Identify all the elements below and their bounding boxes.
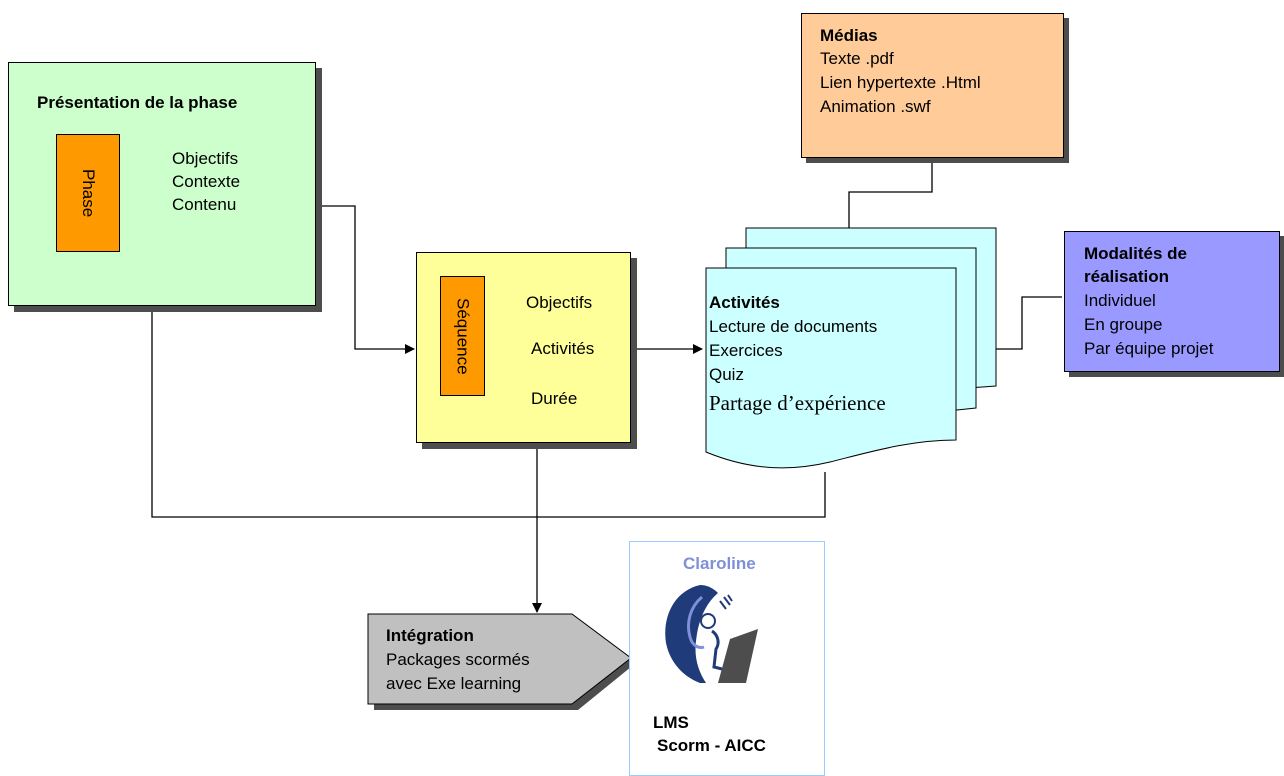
- connector-contenu-sequence: [295, 205, 415, 354]
- activites-item-quiz: Quiz: [709, 365, 744, 384]
- connector-medias-activites: [848, 158, 933, 228]
- medias-box: [801, 13, 1064, 158]
- modalites-title-line1: Modalités de: [1084, 244, 1187, 263]
- lms-label2: Scorm - AICC: [657, 736, 766, 755]
- sequence-item-duree: Durée: [531, 389, 578, 408]
- integration-title: Intégration: [386, 626, 474, 645]
- integration-line1: Packages scormés: [386, 650, 530, 669]
- sequence-item-activites: Activités: [531, 339, 595, 358]
- phase-item-objectifs: Objectifs: [172, 149, 239, 168]
- activites-item-lecture: Lecture de documents: [709, 317, 878, 336]
- activites-title: Activités: [709, 293, 780, 312]
- modalites-box: [1064, 231, 1280, 372]
- integration-line2: avec Exe learning: [386, 674, 522, 693]
- claroline-logo: [665, 585, 758, 683]
- medias-item-html: Lien hypertexte .Html: [820, 73, 981, 92]
- modalites-item-groupe: En groupe: [1084, 315, 1163, 334]
- phase-tag-label: Phase: [79, 168, 98, 218]
- modalites-title-line2: réalisation: [1084, 267, 1170, 286]
- activites-item-partage: Partage d’expérience: [709, 391, 886, 415]
- sequence-item-objectifs: Objectifs: [526, 293, 593, 312]
- sequence-tag-label: Séquence: [453, 297, 473, 375]
- phase-item-contexte: Contexte: [172, 172, 241, 191]
- medias-box-title: Médias: [820, 26, 878, 45]
- sequence-tag: [440, 276, 485, 396]
- connector-activites-modalites: [996, 296, 1062, 350]
- activites-item-exercices: Exercices: [709, 341, 783, 360]
- phase-box-title: Présentation de la phase: [37, 93, 238, 112]
- modalites-item-equipe: Par équipe projet: [1084, 339, 1214, 358]
- medias-item-swf: Animation .swf: [820, 97, 931, 116]
- medias-item-pdf: Texte .pdf: [820, 49, 894, 68]
- phase-item-contenu: Contenu: [172, 195, 237, 214]
- lms-label1: LMS: [653, 713, 689, 732]
- modalites-item-individuel: Individuel: [1084, 291, 1156, 310]
- connector-feedback-loop: [151, 309, 826, 518]
- phase-tag: [56, 134, 120, 252]
- lms-brand: Claroline: [683, 554, 756, 573]
